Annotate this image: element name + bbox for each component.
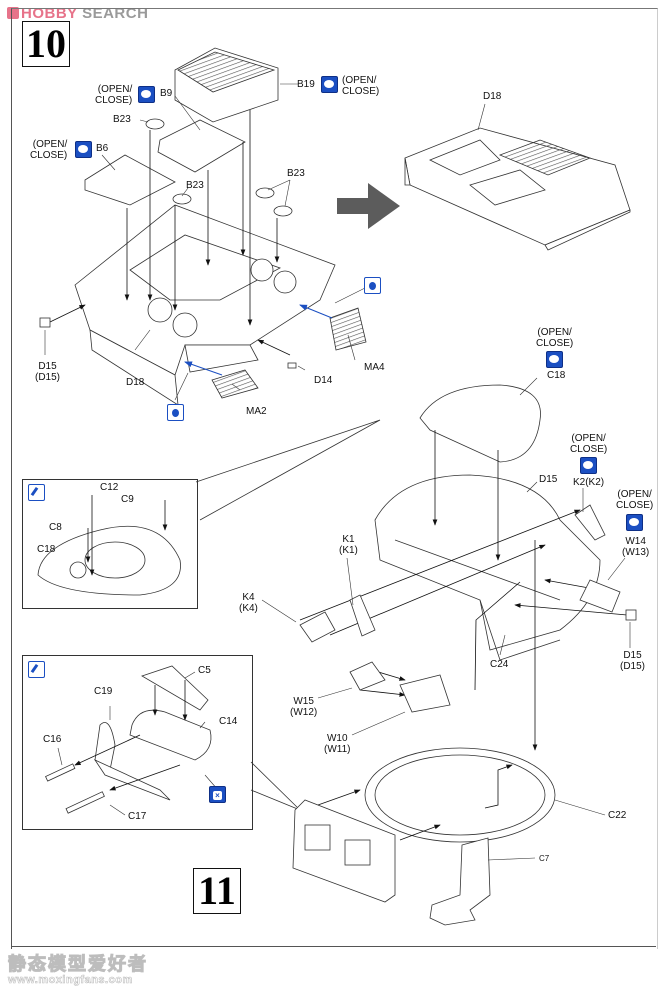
label-c12: C12 bbox=[100, 482, 119, 493]
label-c14: C14 bbox=[219, 716, 238, 727]
label-w15: W15(W12) bbox=[290, 696, 318, 718]
label-c19: C19 bbox=[94, 686, 113, 697]
turret-hatch-c18-inset bbox=[37, 525, 181, 596]
gun-mount-inset bbox=[45, 665, 212, 814]
bottom-rule bbox=[11, 946, 656, 947]
no-glue-icon: × bbox=[209, 786, 226, 803]
label-d18: D18 bbox=[126, 377, 145, 388]
label-c7: C7 bbox=[539, 854, 550, 863]
step11-arrows bbox=[317, 764, 513, 841]
label-d15-right: D15(D15) bbox=[620, 650, 646, 672]
turret-hatch-c18 bbox=[419, 384, 541, 463]
label-c17: C17 bbox=[128, 811, 147, 822]
hobby-search-watermark: HOBBY SEARCH bbox=[7, 5, 148, 22]
leader-lines-turret bbox=[261, 377, 631, 736]
page-frame bbox=[11, 8, 658, 949]
label-ma2: MA2 bbox=[246, 406, 267, 417]
label-open-close-b6: (OPEN/CLOSE) bbox=[30, 139, 68, 161]
label-w14: W14(W13) bbox=[622, 536, 650, 558]
glue-icon bbox=[28, 484, 45, 501]
label-w10: W10(W11) bbox=[324, 733, 351, 755]
assembly-arrows-10 bbox=[49, 110, 291, 356]
label-d15-turret: D15 bbox=[539, 474, 558, 485]
label-c24: C24 bbox=[490, 659, 509, 670]
label-d14: D14 bbox=[314, 375, 333, 386]
seat-c7 bbox=[429, 837, 491, 926]
leader-lines-11 bbox=[487, 799, 606, 861]
step-number-11: 11 bbox=[193, 868, 241, 914]
label-b6: B6 bbox=[96, 143, 109, 154]
gun-inset-arrows bbox=[74, 680, 188, 791]
small-part-d15 bbox=[39, 317, 51, 328]
open-close-icon bbox=[138, 86, 155, 103]
open-close-icon bbox=[580, 457, 597, 474]
label-c5: C5 bbox=[198, 665, 211, 676]
label-open-close-b19: (OPEN/CLOSE) bbox=[342, 75, 380, 97]
hatch-b19 bbox=[174, 47, 279, 123]
inset-callout-gun bbox=[250, 761, 301, 811]
label-open-close-c18: (OPEN/CLOSE) bbox=[536, 327, 574, 349]
grille-ma2 bbox=[211, 369, 259, 399]
label-c8: C8 bbox=[49, 522, 62, 533]
caps-b23 bbox=[145, 118, 293, 217]
turret-ring-c22 bbox=[364, 747, 556, 843]
leader-lines-gun bbox=[57, 671, 219, 816]
label-b23-3: B23 bbox=[287, 168, 305, 179]
open-close-icon bbox=[626, 514, 643, 531]
label-c18-inset: C18 bbox=[37, 544, 56, 555]
inset-c18-detail bbox=[22, 479, 198, 609]
label-k2: K2(K2) bbox=[573, 477, 605, 488]
label-result-d18: D18 bbox=[483, 91, 502, 102]
label-c22: C22 bbox=[608, 810, 627, 821]
label-open-close-k2: (OPEN/CLOSE) bbox=[570, 433, 608, 455]
label-open-close-b9: (OPEN/CLOSE) bbox=[95, 84, 133, 106]
hatch-b9 bbox=[157, 119, 246, 173]
label-b23-1: B23 bbox=[113, 114, 131, 125]
glue-icon bbox=[28, 661, 45, 678]
paint-arrows bbox=[184, 304, 333, 376]
label-k1: K1(K1) bbox=[339, 534, 358, 556]
big-gray-arrow bbox=[337, 183, 400, 229]
side-parts bbox=[299, 504, 637, 713]
turret-body bbox=[374, 474, 601, 661]
open-close-icon bbox=[546, 351, 563, 368]
completed-deck bbox=[404, 127, 631, 251]
gun-mantlet-assembly bbox=[292, 799, 396, 903]
label-c16: C16 bbox=[43, 734, 62, 745]
paint-bottle-icon bbox=[167, 404, 184, 421]
open-close-icon bbox=[321, 76, 338, 93]
label-open-close-w14: (OPEN/CLOSE) bbox=[616, 489, 654, 511]
hobby-search-logo-icon bbox=[7, 7, 19, 19]
paint-bottle-icon bbox=[364, 277, 381, 294]
label-c9: C9 bbox=[121, 494, 134, 505]
small-part-d14 bbox=[287, 362, 297, 369]
inset-gun-detail bbox=[22, 655, 253, 830]
inset-callout-c18 bbox=[195, 419, 381, 521]
label-b19: B19 bbox=[297, 79, 315, 90]
label-d15: D15(D15) bbox=[35, 361, 61, 383]
leader-lines-10 bbox=[44, 83, 366, 401]
hatch-b6 bbox=[84, 154, 176, 206]
inset-arrows-c18 bbox=[85, 495, 168, 576]
engine-deck-hull bbox=[74, 204, 336, 406]
label-k4: K4(K4) bbox=[239, 592, 258, 614]
label-c18: C18 bbox=[547, 370, 566, 381]
grille-ma4 bbox=[329, 307, 367, 351]
moxingfans-watermark: 静态模型爱好者 www.moxingfans.com bbox=[8, 954, 148, 987]
label-b23-2: B23 bbox=[186, 180, 204, 191]
label-ma4: MA4 bbox=[364, 362, 385, 373]
open-close-icon bbox=[75, 141, 92, 158]
label-b9: B9 bbox=[160, 88, 173, 99]
step-number-10: 10 bbox=[22, 21, 70, 67]
